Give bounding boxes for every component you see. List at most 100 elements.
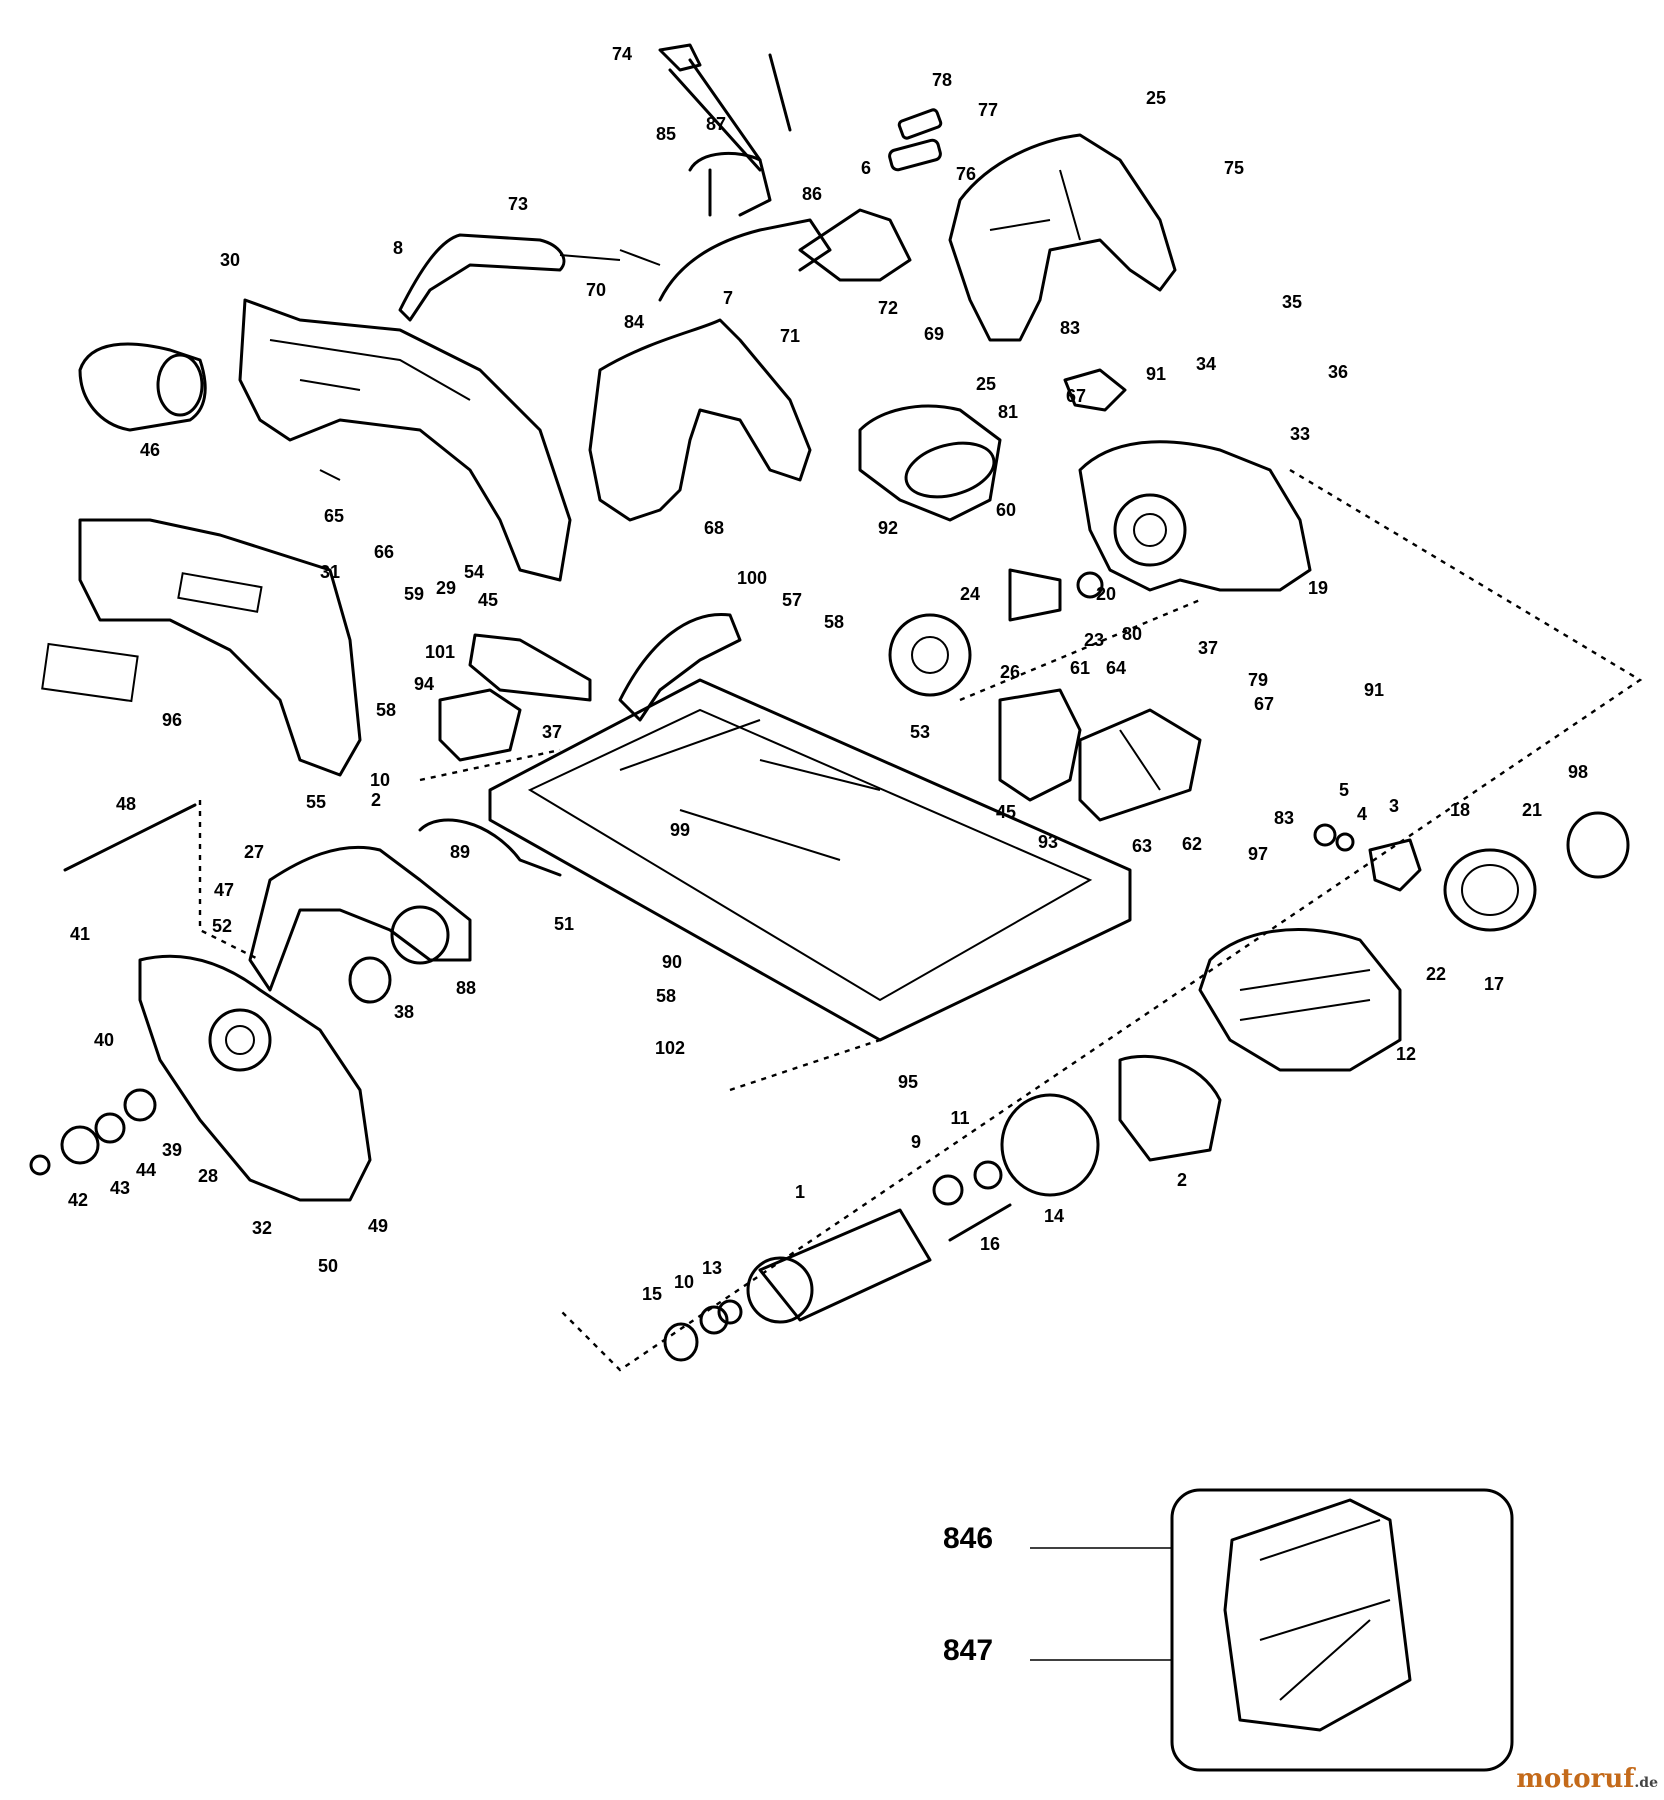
part-label-41: 41: [70, 924, 90, 944]
part-label-76: 76: [956, 164, 976, 184]
part-label-87: 87: [706, 114, 726, 134]
part-label-73: 73: [508, 194, 528, 214]
part-label-66: 66: [374, 542, 394, 562]
accessory-kit-box: [1030, 1488, 1514, 1772]
outer-guard-cover: [41, 518, 362, 777]
part-label-35: 35: [1282, 292, 1302, 312]
part-label-27: 27: [244, 842, 264, 862]
part-label-24: 24: [960, 584, 980, 604]
part-label-71: 71: [780, 326, 800, 346]
knob-and-lever: [858, 368, 1127, 522]
depth-quadrant: [618, 612, 742, 722]
part-label-53: 53: [910, 722, 930, 742]
part-label-49: 49: [368, 1216, 388, 1236]
dust-elbow: [78, 342, 207, 432]
part-label-83: 83: [1060, 318, 1080, 338]
part-label-21: 21: [1522, 800, 1542, 820]
part-label-39: 39: [162, 1140, 182, 1160]
part-label-62: 62: [1182, 834, 1202, 854]
watermark-brand: motoruf: [1516, 1764, 1635, 1794]
part-label-14: 14: [1044, 1206, 1064, 1226]
part-label-43: 43: [110, 1178, 130, 1198]
part-label-31: 31: [320, 562, 340, 582]
part-label-22: 22: [1426, 964, 1446, 984]
watermark-tld: .de: [1634, 1775, 1658, 1791]
part-label-50: 50: [318, 1256, 338, 1276]
part-label-102: 102: [655, 1038, 685, 1058]
part-label-10: 10: [370, 770, 390, 790]
switch-and-leads: [658, 151, 912, 302]
shoe-base: [488, 678, 1132, 1042]
part-label-67: 67: [1254, 694, 1274, 714]
part-label-36: 36: [1328, 362, 1348, 382]
lower-hardware: [29, 803, 392, 1176]
part-label-75: 75: [1224, 158, 1244, 178]
part-label-58: 58: [656, 986, 676, 1006]
part-label-58: 58: [376, 700, 396, 720]
part-label-19: 19: [1308, 578, 1328, 598]
part-label-33: 33: [1290, 424, 1310, 444]
part-label-37: 37: [542, 722, 562, 742]
part-label-93: 93: [1038, 832, 1058, 852]
part-label-2: 2: [371, 790, 381, 810]
part-label-44: 44: [136, 1160, 156, 1180]
part-label-28: 28: [198, 1166, 218, 1186]
part-label-25: 25: [976, 374, 996, 394]
part-label-63: 63: [1132, 836, 1152, 856]
field-housing: [1198, 928, 1402, 1072]
part-label-69: 69: [924, 324, 944, 344]
part-label-91: 91: [1146, 364, 1166, 384]
part-label-1: 1: [795, 1182, 805, 1202]
part-label-77: 77: [978, 100, 998, 120]
part-label-52: 52: [212, 916, 232, 936]
part-label-45: 45: [996, 802, 1016, 822]
part-label-64: 64: [1106, 658, 1126, 678]
arbor-assembly: [888, 568, 1104, 697]
part-label-6: 6: [861, 158, 871, 178]
part-label-45: 45: [478, 590, 498, 610]
part-label-40: 40: [94, 1030, 114, 1050]
part-label-61: 61: [1070, 658, 1090, 678]
part-label-97: 97: [1248, 844, 1268, 864]
part-label-68: 68: [704, 518, 724, 538]
part-label-88: 88: [456, 978, 476, 998]
armature: [663, 1160, 1012, 1362]
part-label-5: 5: [1339, 780, 1349, 800]
part-label-67: 67: [1066, 386, 1086, 406]
reference-line: [729, 1038, 881, 1092]
part-label-84: 84: [624, 312, 644, 332]
depth-bracket: [998, 688, 1202, 822]
part-label-48: 48: [116, 794, 136, 814]
lower-guard: [138, 954, 372, 1202]
part-label-4: 4: [1357, 804, 1367, 824]
part-label-12: 12: [1396, 1044, 1416, 1064]
part-label-25: 25: [1146, 88, 1166, 108]
part-label-17: 17: [1484, 974, 1504, 994]
part-label-15: 15: [642, 1284, 662, 1304]
part-label-46: 46: [140, 440, 160, 460]
reference-line: [959, 598, 1201, 702]
part-label-54: 54: [464, 562, 484, 582]
part-label-20: 20: [1096, 584, 1116, 604]
part-label-30: 30: [220, 250, 240, 270]
reference-line: [559, 468, 1643, 1372]
part-label-94: 94: [414, 674, 434, 694]
part-label-60: 60: [996, 500, 1016, 520]
part-label-86: 86: [802, 184, 822, 204]
main-handle: [588, 318, 812, 522]
retract-lever: [248, 818, 562, 992]
part-label-23: 23: [1084, 630, 1104, 650]
part-label-58: 58: [824, 612, 844, 632]
part-label-83: 83: [1274, 808, 1294, 828]
part-label-80: 80: [1122, 624, 1142, 644]
part-label-3: 3: [1389, 796, 1399, 816]
part-label-38: 38: [394, 1002, 414, 1022]
watermark-logo: motoruf.de: [1516, 1764, 1658, 1794]
rear-handle-housing: [948, 133, 1177, 342]
part-label-99: 99: [670, 820, 690, 840]
part-label-9: 9: [911, 1132, 921, 1152]
part-label-85: 85: [656, 124, 676, 144]
part-label-51: 51: [554, 914, 574, 934]
